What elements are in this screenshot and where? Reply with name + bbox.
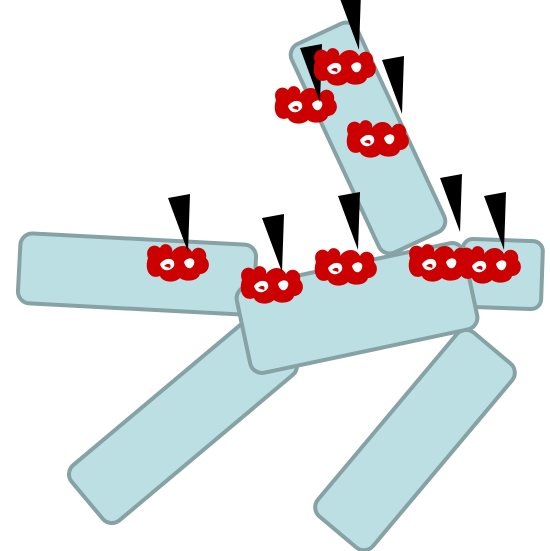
black-beak-icon — [262, 214, 284, 272]
plank-left[interactable] — [17, 233, 256, 315]
black-beak-icon — [338, 192, 360, 250]
plank-lower-right[interactable] — [310, 325, 519, 551]
bird-4[interactable] — [147, 194, 209, 282]
